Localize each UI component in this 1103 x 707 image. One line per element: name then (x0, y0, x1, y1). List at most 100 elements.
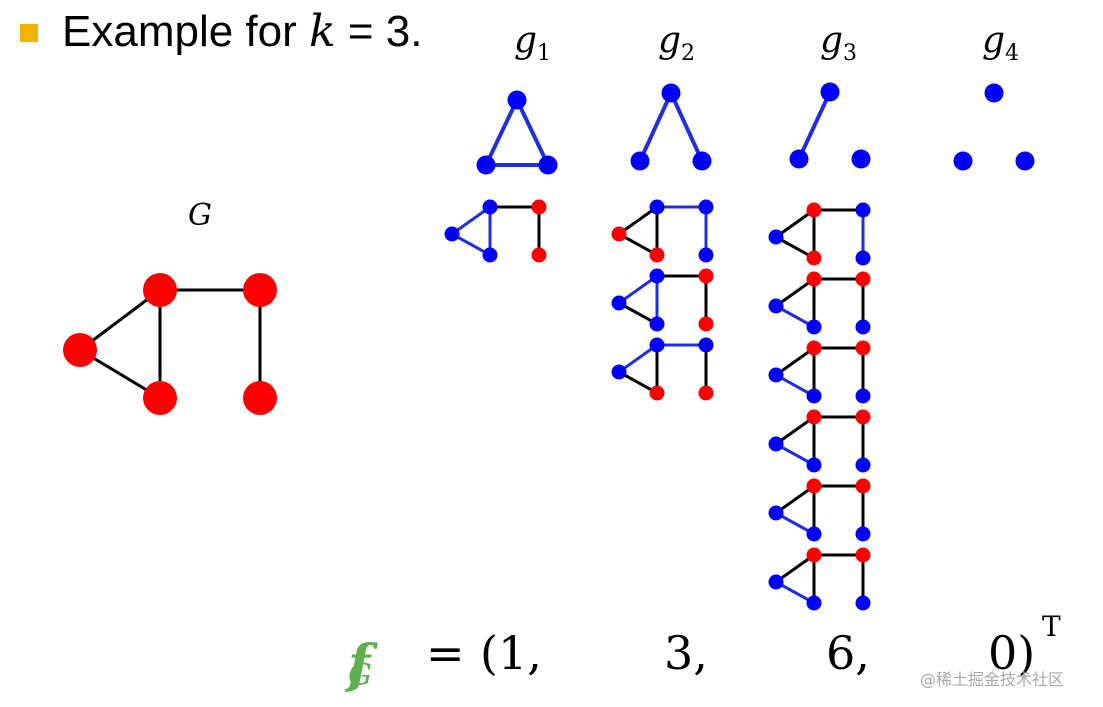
graphlet-node (953, 151, 973, 171)
match-node (768, 436, 784, 452)
match-node (806, 547, 822, 563)
graphlet-node (630, 151, 650, 171)
match-edge (618, 205, 658, 236)
formula-value-3: 6, (826, 626, 870, 680)
match-node (806, 340, 822, 356)
match-edge (618, 274, 658, 305)
match-node (768, 367, 784, 383)
match-node (806, 319, 822, 335)
formula-value-2: 3, (664, 626, 708, 680)
example-prefix: Example for (62, 7, 309, 56)
match-grid (444, 199, 871, 611)
match-node (649, 316, 665, 332)
graphlet-label-g3: g3 (820, 20, 858, 67)
graphlet-edge (669, 92, 704, 162)
match-node (806, 388, 822, 404)
graph-node (243, 273, 277, 307)
match-node (531, 247, 547, 263)
match-node (649, 337, 665, 353)
match-node (611, 226, 627, 242)
graphlet-node (789, 149, 809, 169)
k-variable: k (308, 6, 336, 57)
match-node (855, 409, 871, 425)
match-node (855, 388, 871, 404)
match-node (855, 340, 871, 356)
match-edge (775, 346, 815, 377)
match-node (649, 247, 665, 263)
match-node (855, 457, 871, 473)
graphlet-node (820, 82, 840, 102)
graphlet-edge (515, 99, 550, 166)
match-node (806, 526, 822, 542)
graphlet-node (851, 149, 871, 169)
match-node (855, 526, 871, 542)
match-node (768, 505, 784, 521)
graphlet-node (476, 155, 496, 175)
match-node (806, 250, 822, 266)
graphlet-node (1015, 151, 1035, 171)
graphlet-edge (638, 92, 673, 162)
graph-node (143, 273, 177, 307)
graphlet-node (984, 83, 1004, 103)
match-node (855, 202, 871, 218)
match-edge (618, 343, 658, 374)
graph-node (63, 333, 97, 367)
match-node (806, 202, 822, 218)
graph-label: G (188, 198, 212, 233)
match-node (611, 364, 627, 380)
graphlet-node (507, 90, 527, 110)
graphlet-label-g2: g2 (658, 20, 696, 67)
bullet-icon (20, 24, 38, 42)
match-node (482, 247, 498, 263)
match-node (698, 268, 714, 284)
match-node (806, 595, 822, 611)
match-node (768, 229, 784, 245)
watermark: @稀土掘金技术社区 (920, 670, 1065, 689)
example-heading: Example for k = 3. (62, 6, 423, 57)
match-node (482, 199, 498, 215)
match-node (698, 199, 714, 215)
match-node (768, 298, 784, 314)
match-node (698, 337, 714, 353)
match-node (855, 250, 871, 266)
match-edge (775, 484, 815, 515)
match-node (698, 247, 714, 263)
match-node (649, 385, 665, 401)
formula-value-4: 0) (988, 626, 1036, 680)
match-node (698, 316, 714, 332)
match-edge (775, 208, 815, 239)
match-edge (775, 277, 815, 308)
graphlet-node (661, 83, 681, 103)
graphlet-edge (797, 91, 832, 160)
formula-value-1: (1, (480, 626, 542, 680)
match-node (768, 574, 784, 590)
graph-node (143, 381, 177, 415)
match-edge (451, 205, 491, 236)
graphlet-node (538, 155, 558, 175)
match-node (855, 271, 871, 287)
match-node (806, 457, 822, 473)
graphlet-label-g1: g1 (514, 20, 552, 67)
match-edge (775, 553, 815, 584)
graphlet-node (692, 151, 712, 171)
match-node (855, 319, 871, 335)
graph-node (243, 381, 277, 415)
match-node (806, 409, 822, 425)
match-node (444, 226, 460, 242)
graph-g (63, 273, 277, 415)
match-edge (775, 415, 815, 446)
match-node (531, 199, 547, 215)
match-node (611, 295, 627, 311)
match-node (855, 595, 871, 611)
match-node (806, 271, 822, 287)
formula-transpose: T (1042, 610, 1061, 643)
match-node (855, 547, 871, 563)
formula-subscript: G (348, 658, 372, 693)
match-node (649, 268, 665, 284)
example-suffix: = 3. (335, 7, 423, 56)
formula-variable: f (348, 634, 371, 695)
graphlet-label-g4: g4 (982, 20, 1020, 67)
graphlet-edge (484, 99, 519, 166)
